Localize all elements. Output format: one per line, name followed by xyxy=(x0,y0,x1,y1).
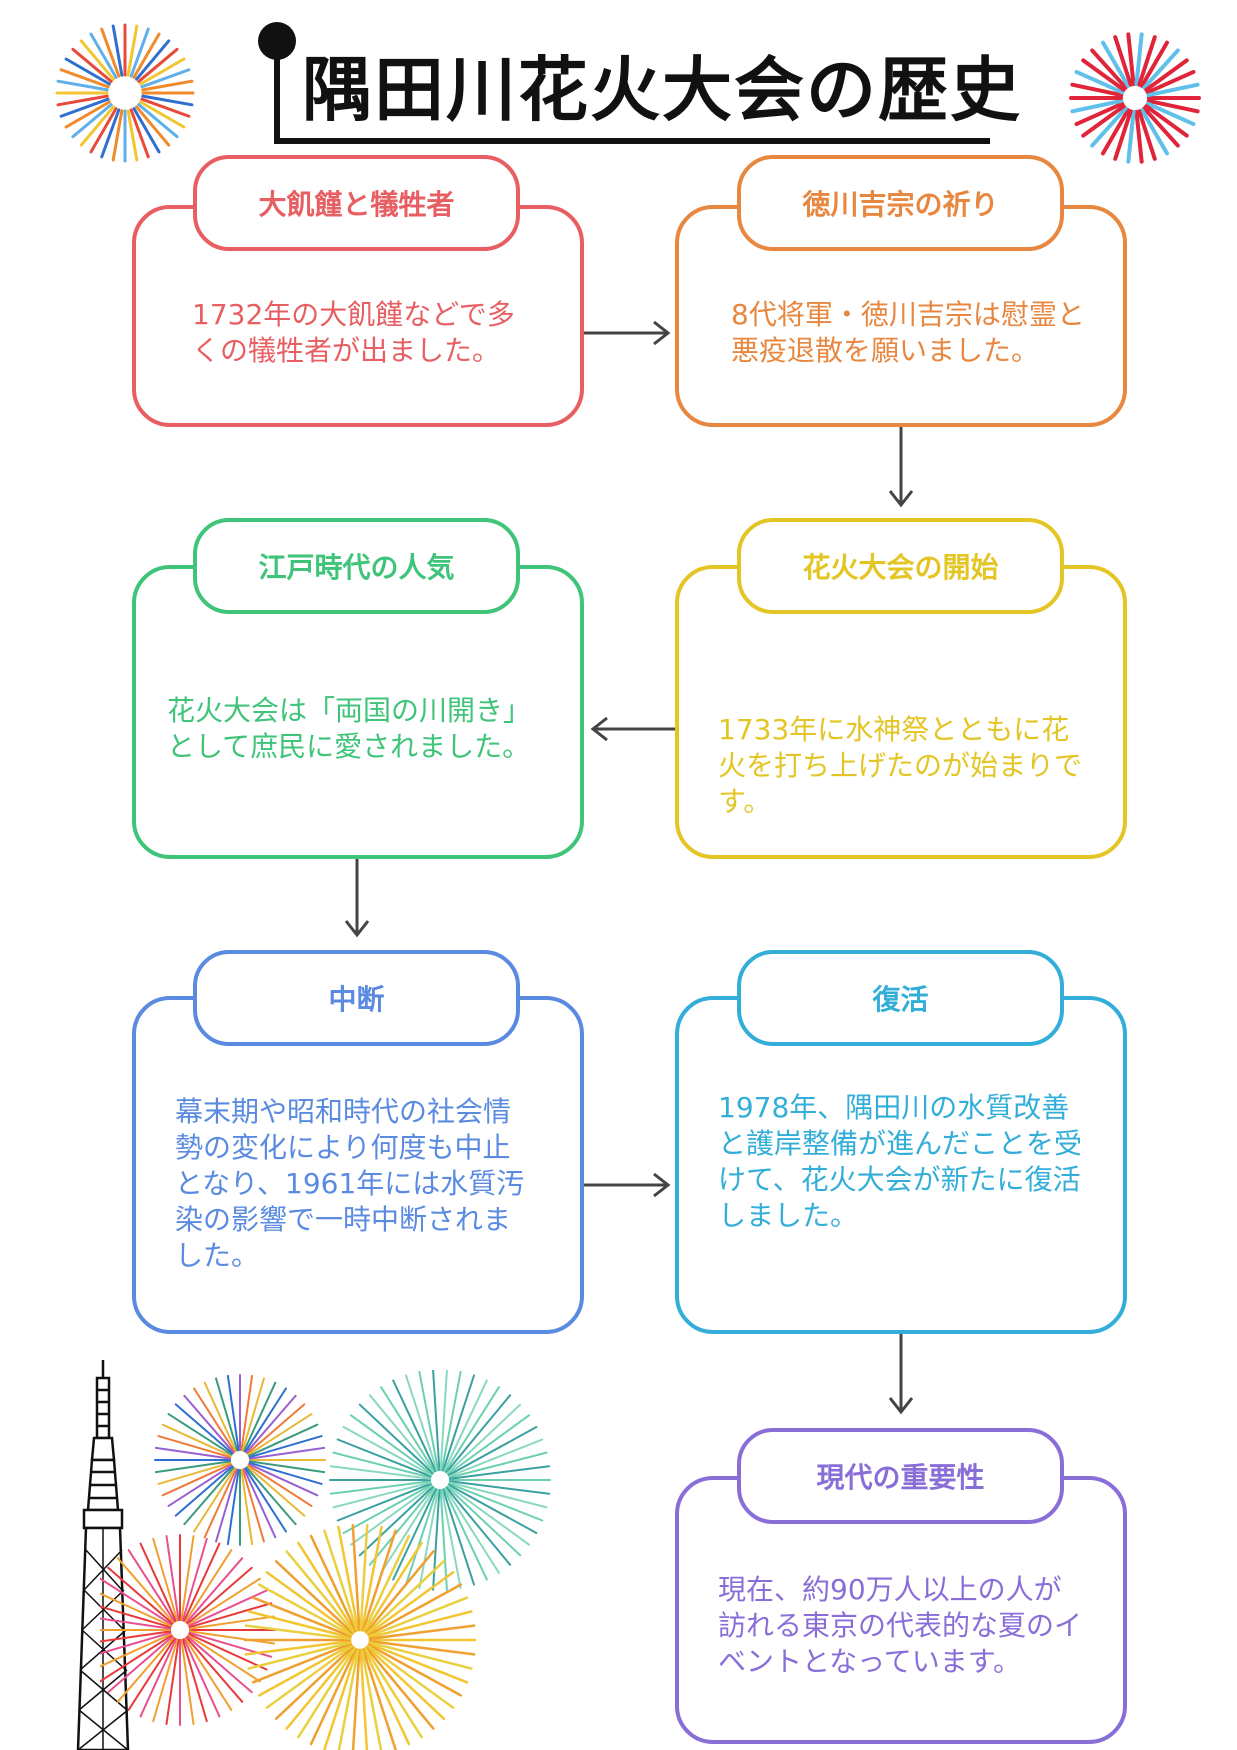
step-tab-start: 花火大会の開始 xyxy=(737,518,1064,614)
step-card-suspension xyxy=(132,996,584,1334)
arrow-down-1 xyxy=(888,427,914,508)
step-body-suspension: 幕末期や昭和時代の社会情勢の変化により何度も中止となり、1961年には水質汚染の… xyxy=(175,1095,525,1272)
step-body-revival: 1978年、隅田川の水質改善と護岸整備が進んだことを受けて、花火大会が新たに復活… xyxy=(718,1091,1083,1232)
arrow-down-3 xyxy=(888,1334,914,1415)
arrow-right-1 xyxy=(584,320,671,346)
step-body-start: 1733年に水神祭とともに花火を打ち上げたのが始まりです。 xyxy=(718,713,1083,818)
arrow-left-1 xyxy=(590,716,675,742)
fireworks-cluster-icon xyxy=(100,1370,551,1750)
step-body-edo: 花火大会は「両国の川開き」として庶民に愛されました。 xyxy=(167,694,532,763)
title-underline xyxy=(274,138,990,144)
step-body-modern: 現在、約90万人以上の人が訪れる東京の代表的な夏のイベントとなっています。 xyxy=(718,1573,1083,1678)
arrow-down-2 xyxy=(344,859,370,938)
step-tab-revival: 復活 xyxy=(737,950,1064,1046)
title-stem xyxy=(274,52,280,144)
step-card-revival xyxy=(675,996,1127,1334)
step-card-start xyxy=(675,565,1127,859)
step-body-yoshimune: 8代将軍・徳川吉宗は慰霊と悪疫退散を願いました。 xyxy=(731,298,1085,367)
page-title: 隅田川花火大会の歴史 xyxy=(302,49,1022,131)
firework-icon xyxy=(1069,32,1201,164)
step-tab-modern: 現代の重要性 xyxy=(737,1428,1064,1524)
step-tab-yoshimune: 徳川吉宗の祈り xyxy=(737,155,1064,251)
step-tab-edo: 江戸時代の人気 xyxy=(193,518,520,614)
tokyo-skytree-icon xyxy=(76,1360,130,1750)
step-tab-suspension: 中断 xyxy=(193,950,520,1046)
step-body-famine: 1732年の大飢饉などで多くの犠牲者が出ました。 xyxy=(192,298,515,367)
arrow-right-2 xyxy=(584,1172,671,1198)
step-tab-famine: 大飢饉と犠牲者 xyxy=(193,155,520,251)
firework-icon xyxy=(55,23,195,163)
step-card-edo xyxy=(132,565,584,859)
title-block: 隅田川花火大会の歴史 xyxy=(258,22,1020,144)
